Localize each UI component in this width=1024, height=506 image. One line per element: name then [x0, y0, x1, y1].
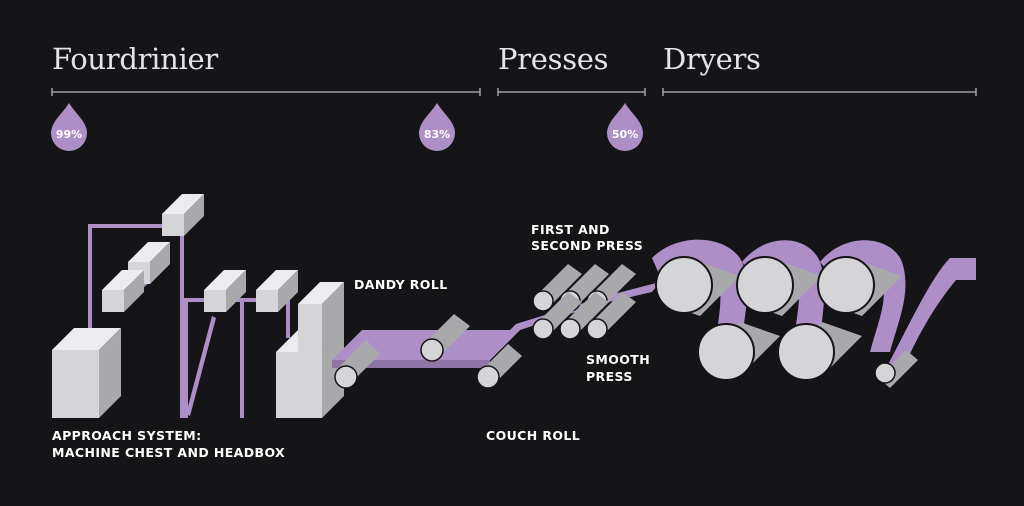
dryer-cylinders	[655, 256, 902, 381]
breast-roll	[334, 340, 380, 389]
moisture-value-83: 83%	[424, 128, 450, 141]
label-approach-line2: MACHINE CHEST AND HEADBOX	[52, 445, 285, 460]
bracket-fourdrinier	[51, 88, 481, 96]
press-rolls	[532, 264, 636, 340]
press-felt	[486, 282, 660, 360]
press-roll	[532, 264, 582, 312]
dryer-cylinder	[777, 322, 862, 381]
bracket-dryers	[662, 88, 977, 96]
moisture-drop-3: 50%	[607, 103, 643, 151]
press-roll	[559, 292, 609, 340]
section-brackets	[51, 88, 977, 96]
moisture-value-99: 99%	[56, 128, 82, 141]
machine-chest	[52, 328, 121, 418]
dryer-web	[652, 239, 976, 378]
dandy-roll	[420, 314, 470, 362]
water-drop-icon	[51, 103, 87, 151]
label-smooth-line1: SMOOTH	[586, 352, 650, 367]
headbox	[276, 282, 344, 418]
water-drop-icon	[419, 103, 455, 151]
label-first-second-line2: SECOND PRESS	[531, 238, 643, 253]
moisture-drop-2: 83%	[419, 103, 455, 151]
bracket-presses	[497, 88, 646, 96]
label-dandy-roll: DANDY ROLL	[354, 277, 448, 292]
couch-roll	[476, 344, 522, 389]
label-couch-roll: COUCH ROLL	[486, 428, 580, 443]
approach-box	[204, 270, 246, 312]
moisture-drop-1: 99%	[51, 103, 87, 151]
approach-box	[162, 194, 204, 236]
dryer-cylinder	[655, 256, 740, 316]
dryer-cylinder	[697, 322, 780, 381]
moisture-value-50: 50%	[612, 128, 638, 141]
label-first-second-line1: FIRST AND	[531, 222, 610, 237]
press-roll	[586, 292, 636, 340]
water-drop-icon	[607, 103, 643, 151]
label-approach-line1: APPROACH SYSTEM:	[52, 428, 202, 443]
dryer-cylinder	[817, 256, 902, 316]
section-title-presses: Presses	[498, 42, 608, 76]
dryer-cylinder	[736, 256, 822, 316]
approach-box	[256, 270, 298, 312]
press-roll	[532, 292, 582, 340]
label-smooth-line2: PRESS	[586, 369, 633, 384]
approach-box	[102, 270, 144, 312]
section-title-dryers: Dryers	[663, 42, 761, 76]
section-title-fourdrinier: Fourdrinier	[52, 42, 218, 76]
approach-boxes	[102, 194, 298, 312]
reel-roll	[874, 350, 918, 388]
